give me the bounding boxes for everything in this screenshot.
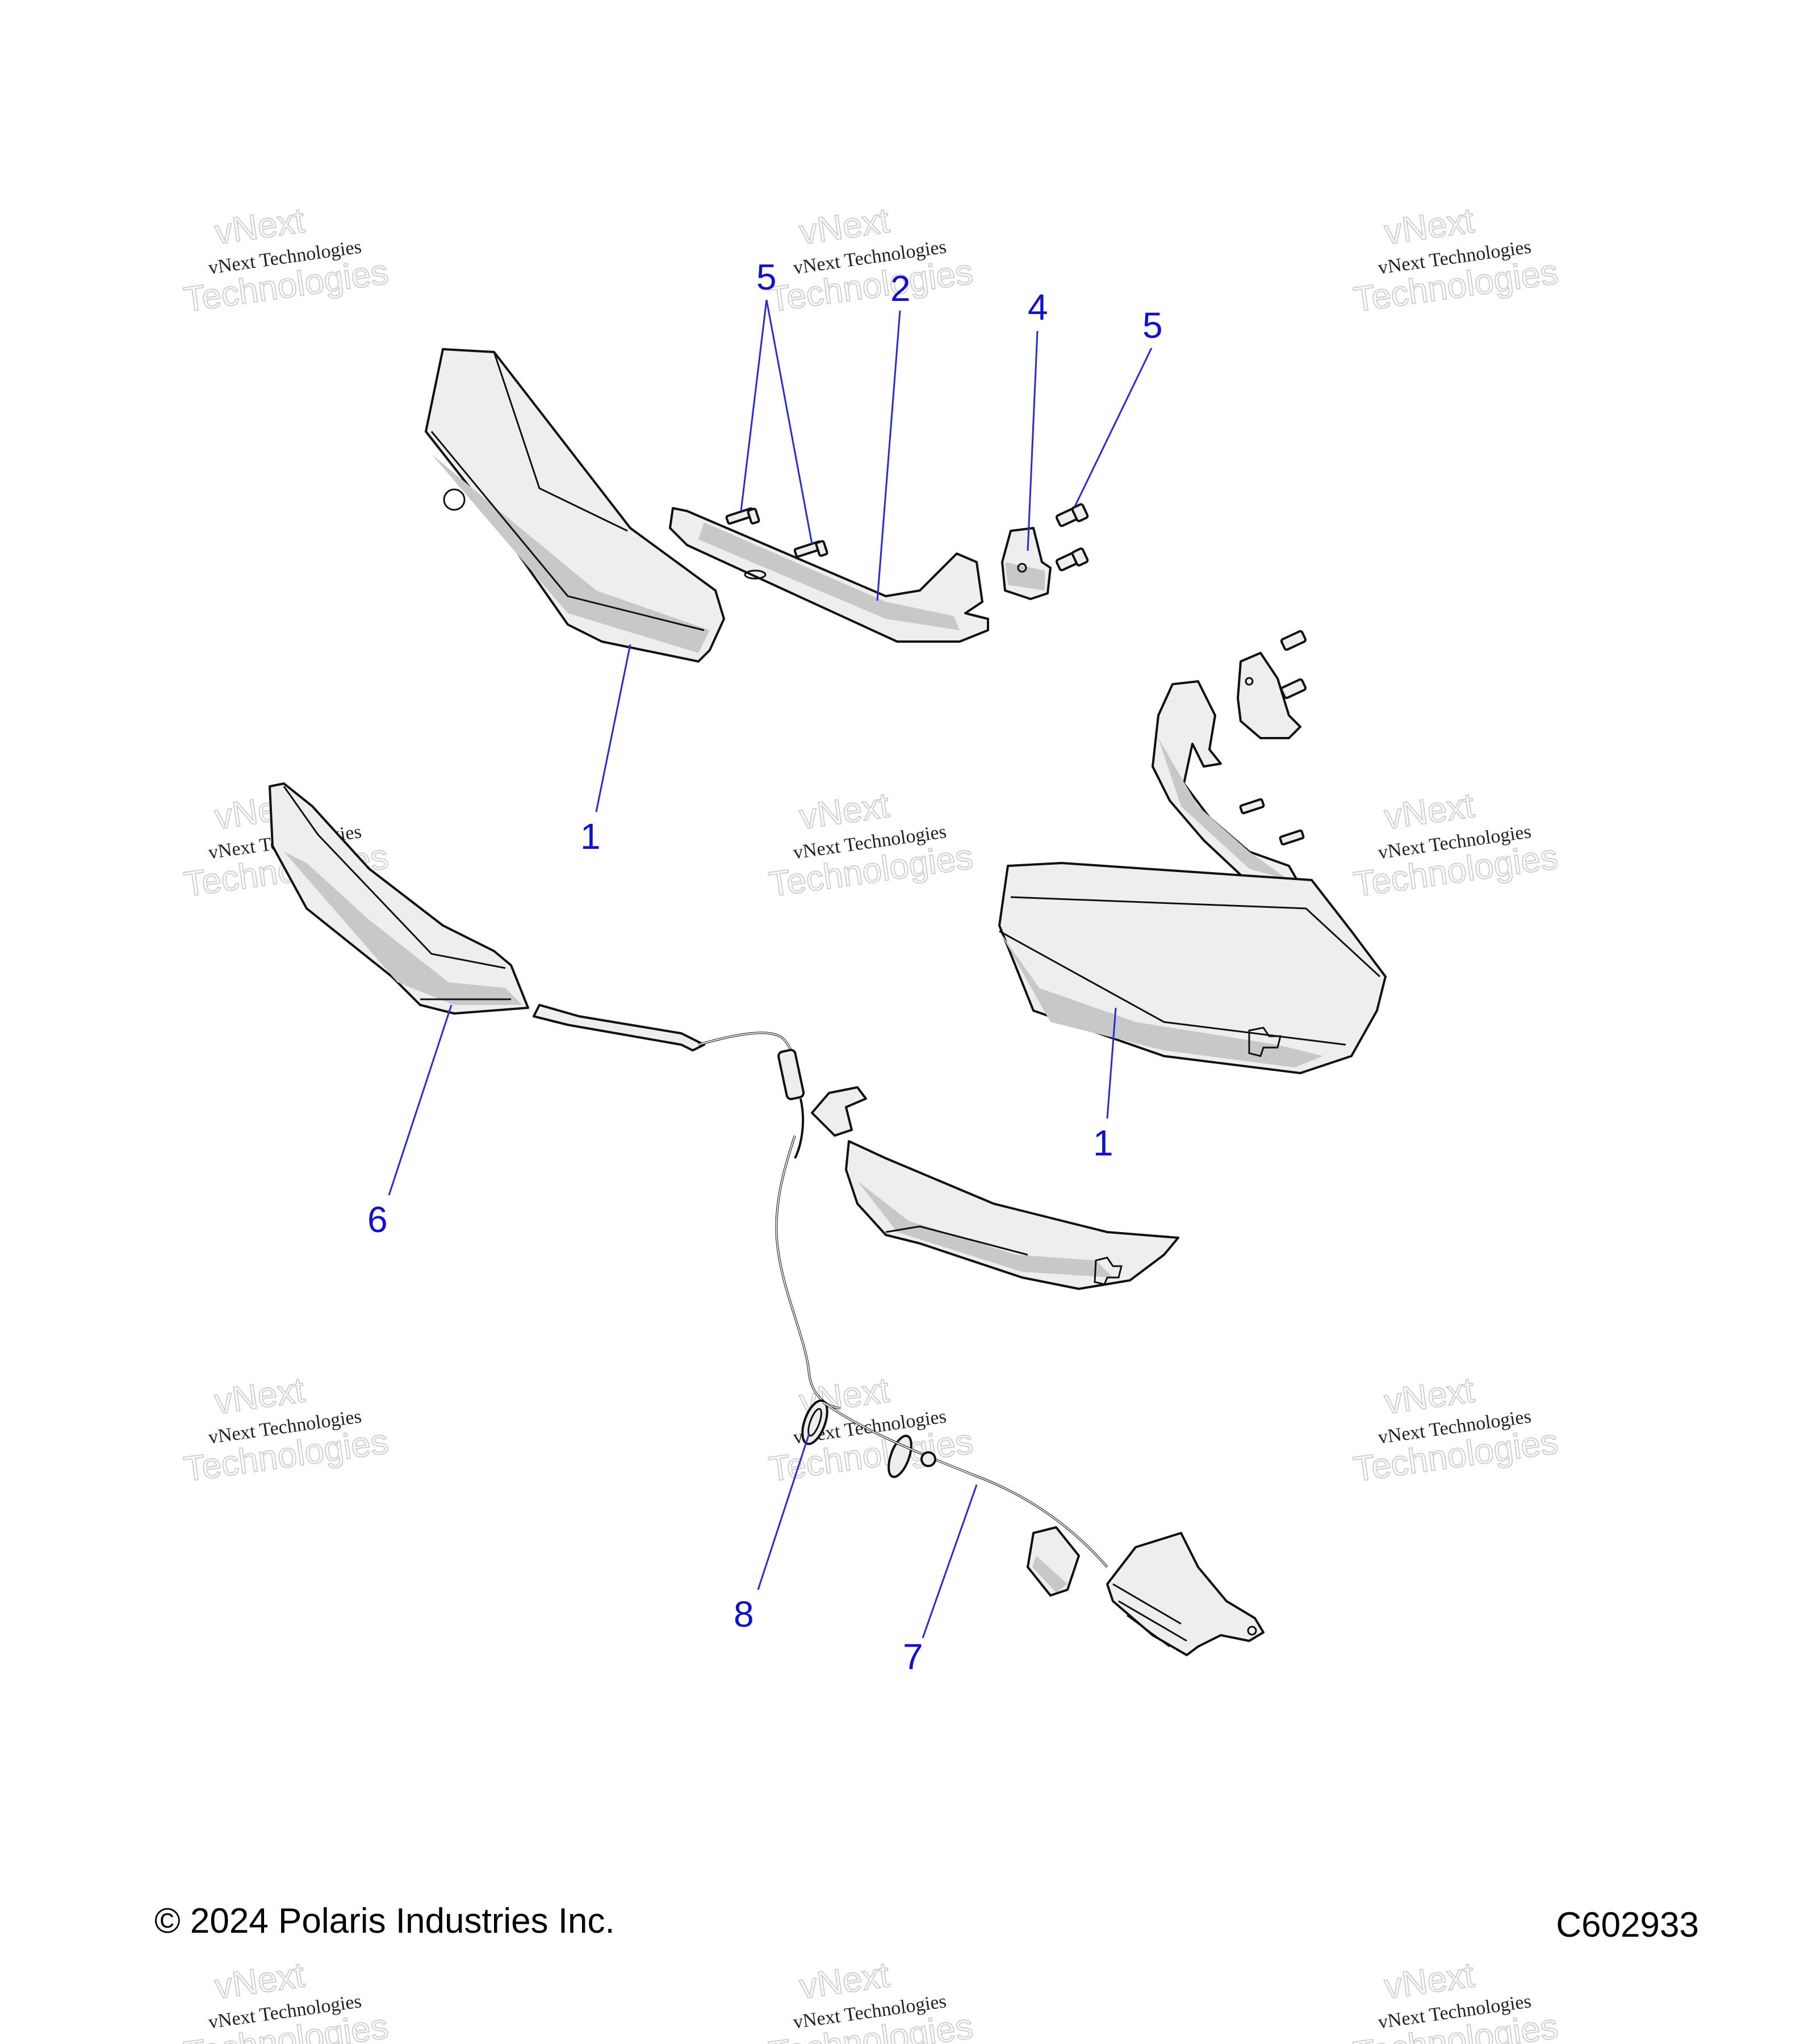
clamp-bolt	[1055, 547, 1089, 572]
callout-8: 8	[734, 1594, 754, 1635]
watermark: vNext Technologies vNext Technologies	[766, 1955, 976, 2044]
watermark-layer: vNext Technologies vNext Technologies vN…	[181, 200, 1561, 2044]
watermark: vNext Technologies vNext Technologies	[1351, 785, 1561, 905]
watermark: vNext Technologies vNext Technologies	[1351, 1370, 1561, 1490]
svg-text:vNext: vNext	[1382, 201, 1477, 252]
callouts: 5 2 4 5 1 1 6 8 7	[367, 257, 1163, 1677]
svg-text:vNext: vNext	[1382, 786, 1477, 837]
svg-text:vNext: vNext	[212, 201, 307, 252]
leader-lines	[388, 299, 1153, 1639]
callout-1-left: 1	[580, 816, 601, 857]
hand-guard-bracket-right	[1152, 680, 1301, 893]
clamp	[1001, 527, 1052, 600]
svg-text:vNext: vNext	[797, 786, 892, 837]
svg-text:vNext: vNext	[797, 201, 892, 252]
watermark: vNext Technologies vNext Technologies	[1351, 200, 1561, 320]
led-light-right	[845, 1140, 1179, 1290]
hand-guard-left	[425, 348, 725, 663]
svg-text:vNext: vNext	[212, 1955, 307, 2007]
callout-2: 2	[890, 268, 911, 309]
hand-guard-bracket	[669, 507, 989, 643]
drawing-number: C602933	[1556, 1905, 1699, 1945]
svg-text:vNext: vNext	[1382, 1955, 1477, 2007]
led-light-left	[269, 782, 529, 1015]
bracket-screw	[725, 507, 760, 525]
watermark: vNext Technologies vNext Technologies	[181, 200, 391, 320]
hand-guard-right	[998, 862, 1387, 1074]
callout-1-right: 1	[1093, 1122, 1113, 1163]
callout-7: 7	[903, 1636, 923, 1677]
watermark: vNext Technologies vNext Technologies	[181, 1370, 391, 1490]
watermark: vNext Technologies vNext Technologies	[766, 785, 976, 905]
svg-text:vNext: vNext	[212, 1371, 307, 1422]
clamp-bolt	[1055, 503, 1089, 527]
copyright-notice: © 2024 Polaris Industries Inc.	[154, 1901, 615, 1941]
watermark: vNext Technologies vNext Technologies	[766, 200, 976, 320]
callout-6: 6	[367, 1199, 388, 1240]
svg-text:vNext: vNext	[797, 1955, 892, 2007]
watermark: vNext Technologies vNext Technologies	[766, 1370, 976, 1490]
wiring-harness	[533, 1004, 1265, 1656]
svg-text:vNext: vNext	[1382, 1371, 1477, 1422]
watermark: vNext Technologies vNext Technologies	[1351, 1955, 1561, 2044]
bracket-screw-right	[1239, 798, 1305, 846]
clamp-right	[1237, 652, 1301, 739]
callout-3: 5	[756, 257, 777, 298]
watermark: vNext Technologies vNext Technologies	[181, 1955, 391, 2044]
bracket-screw	[793, 540, 828, 558]
callout-4: 4	[1028, 287, 1048, 328]
clamp-bolt-right	[1280, 630, 1307, 700]
callout-5: 5	[1142, 305, 1163, 346]
